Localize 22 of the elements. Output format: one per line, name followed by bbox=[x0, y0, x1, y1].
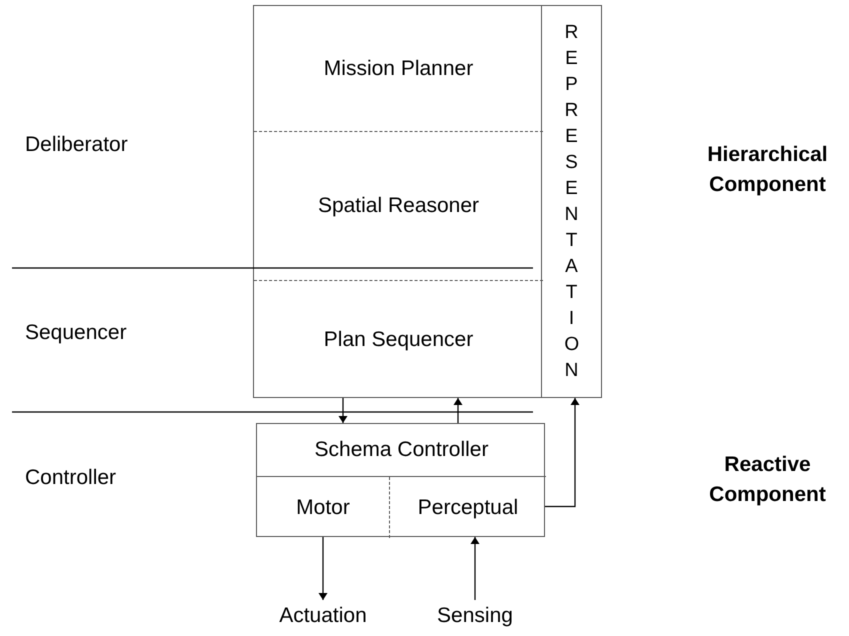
io-label: Sensing bbox=[437, 604, 513, 628]
component-label: Mission Planner bbox=[324, 56, 474, 80]
component-label: Motor bbox=[296, 496, 350, 520]
block-box bbox=[256, 423, 545, 537]
vertical-label: REPRESENTATION bbox=[564, 20, 579, 382]
component-label: Perceptual bbox=[418, 496, 518, 520]
layer-title: Reactive Component bbox=[708, 452, 827, 508]
layer-label: Sequencer bbox=[25, 320, 127, 346]
layer-label: Controller bbox=[25, 465, 116, 491]
io-label: Actuation bbox=[279, 604, 367, 628]
arrow bbox=[320, 537, 326, 600]
layer-title: Hierarchical Component bbox=[706, 142, 829, 198]
block-box bbox=[253, 5, 542, 398]
arrow bbox=[340, 398, 346, 423]
component-label: Schema Controller bbox=[314, 438, 488, 462]
arrow bbox=[472, 537, 478, 600]
component-label: Plan Sequencer bbox=[324, 328, 474, 352]
arrow bbox=[454, 398, 462, 423]
arrow bbox=[545, 398, 578, 508]
layer-label: Deliberator bbox=[25, 132, 128, 158]
component-label: Spatial Reasoner bbox=[318, 194, 480, 218]
vertical-box bbox=[541, 5, 602, 398]
